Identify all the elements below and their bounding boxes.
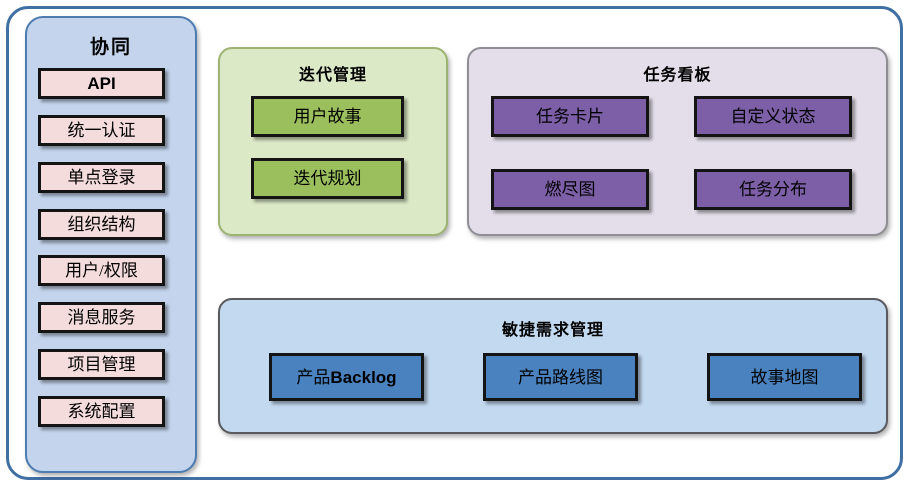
collab-item-sso-label: 单点登录 [67,168,136,187]
outer-frame [6,6,903,480]
panel-iteration-management-title: 迭代管理 [298,67,367,84]
collab-item-org-structure-label: 组织结构 [67,215,136,234]
collab-item-api-label: API [87,74,116,93]
taskboard-item-task-distribution-label: 任务分布 [739,180,807,199]
collab-item-system-config[interactable]: 系统配置 [38,396,165,427]
agile-item-product-roadmap-label: 产品路线图 [518,367,603,387]
panel-collaboration-title: 协同 [89,37,132,58]
iteration-item-iteration-plan[interactable]: 迭代规划 [251,158,404,199]
taskboard-item-task-card[interactable]: 任务卡片 [491,96,649,137]
collab-item-unified-auth[interactable]: 统一认证 [38,115,165,146]
panel-agile-requirement-management-title: 敏捷需求管理 [501,322,604,339]
agile-item-product-backlog-label-cjk: 产品 [296,367,331,387]
iteration-item-user-story[interactable]: 用户故事 [251,96,404,137]
taskboard-item-task-card-label: 任务卡片 [536,107,604,126]
taskboard-item-burndown-chart[interactable]: 燃尽图 [491,169,649,210]
taskboard-item-custom-status-label: 自定义状态 [730,107,816,126]
panel-iteration-management[interactable]: 迭代管理 [218,47,448,236]
collab-item-message-service-label: 消息服务 [67,308,136,327]
panel-task-board-title: 任务看板 [643,67,712,84]
taskboard-item-custom-status[interactable]: 自定义状态 [694,96,852,137]
taskboard-item-task-distribution[interactable]: 任务分布 [694,169,852,210]
collab-item-message-service[interactable]: 消息服务 [38,302,165,333]
collab-item-unified-auth-label: 统一认证 [67,121,136,140]
agile-item-product-backlog-label-latin: Backlog [330,367,397,387]
collab-item-api[interactable]: API [38,68,165,99]
collab-item-system-config-label: 系统配置 [67,402,136,421]
collab-item-project-management[interactable]: 项目管理 [38,349,165,380]
collab-item-org-structure[interactable]: 组织结构 [38,209,165,240]
agile-item-story-map[interactable]: 故事地图 [707,353,862,401]
iteration-item-iteration-plan-label: 迭代规划 [293,169,362,188]
collab-item-project-management-label: 项目管理 [67,355,136,374]
collab-item-sso[interactable]: 单点登录 [38,162,165,193]
collab-item-user-permission-label: 用户/权限 [65,261,138,280]
taskboard-item-burndown-chart-label: 燃尽图 [544,180,596,199]
iteration-item-user-story-label: 用户故事 [293,107,362,126]
agile-item-product-roadmap[interactable]: 产品路线图 [483,353,638,401]
collab-item-user-permission[interactable]: 用户/权限 [38,255,165,286]
agile-item-story-map-label: 故事地图 [750,367,819,387]
